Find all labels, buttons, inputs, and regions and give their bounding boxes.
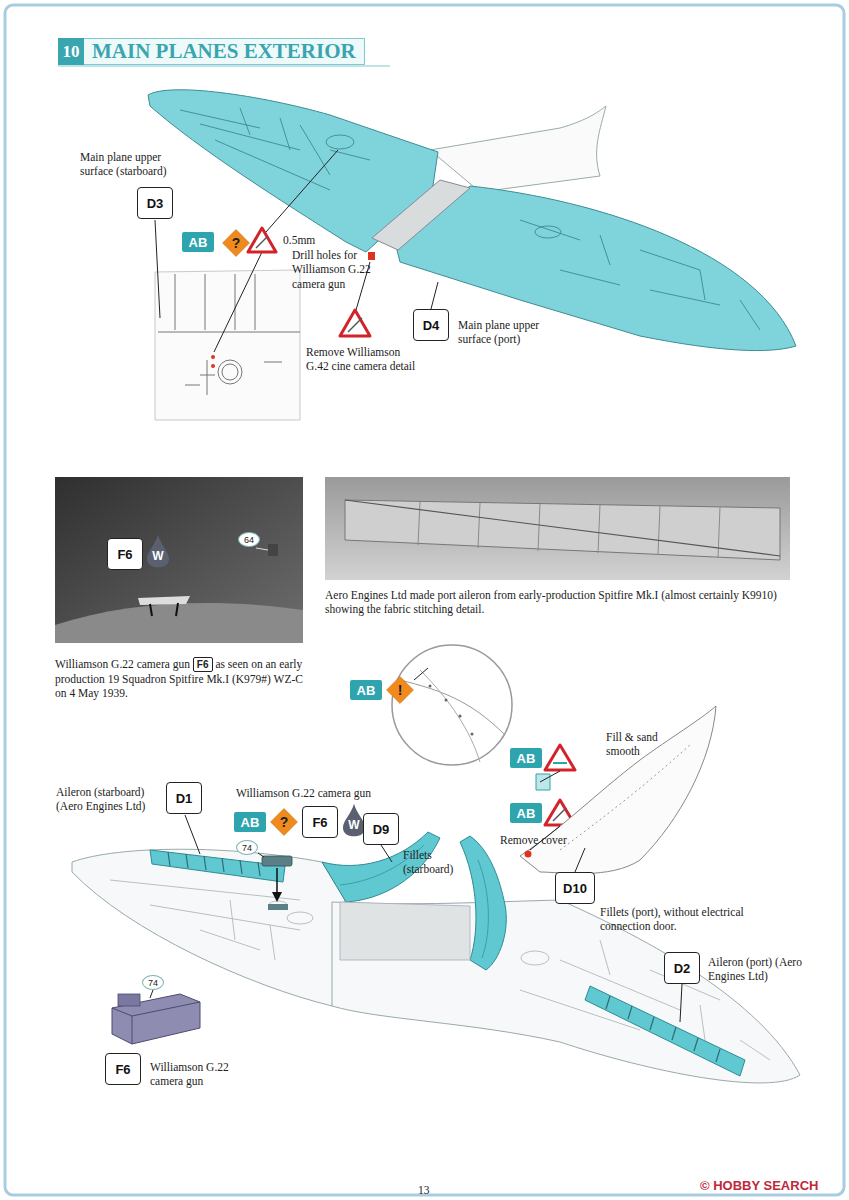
instruction-note: Fill & sand smooth: [606, 730, 680, 759]
node-text: D1: [176, 791, 193, 806]
node-text: W: [152, 549, 163, 563]
part-number-box: F6: [105, 1053, 141, 1085]
node-text: F6: [312, 815, 327, 830]
node-text: ?: [280, 814, 289, 830]
node-text: W: [348, 818, 359, 832]
node-text: AB: [357, 683, 376, 698]
page-title: MAIN PLANES EXTERIOR: [84, 38, 365, 65]
part-description: Williamson G.22 camera gun: [236, 786, 406, 800]
skill-badge: AB: [182, 232, 214, 252]
node-text: F6: [115, 1062, 130, 1077]
node-text: 74: [242, 843, 252, 853]
part-number-box: D10: [555, 872, 595, 904]
step-number: 10: [58, 38, 84, 65]
option-diamond: ?: [270, 808, 298, 836]
part-description: Main plane upper surface (port): [458, 318, 562, 347]
skill-badge: AB: [510, 748, 542, 768]
node-text: AB: [241, 815, 260, 830]
node-text: AB: [517, 751, 536, 766]
node-text: 74: [148, 978, 158, 988]
instruction-note: Remove cover: [500, 833, 580, 847]
part-number-box: F6: [302, 806, 338, 838]
part-number-box: D9: [363, 813, 399, 845]
part-description: Fillets (starboard): [403, 848, 475, 877]
skill-badge: AB: [350, 680, 382, 700]
part-number-inline: F6: [193, 657, 213, 672]
watermark: © HOBBY SEARCH: [700, 1178, 818, 1193]
paint-drop: W: [146, 534, 170, 568]
photo-caption: Williamson G.22 camera gun F6 as seen on…: [55, 657, 305, 701]
caption-text: Williamson G.22 camera gun: [55, 658, 190, 670]
callout-number: 74: [142, 975, 164, 990]
node-text: ?: [232, 235, 241, 251]
page-number: 13: [418, 1183, 448, 1197]
node-text: D9: [373, 822, 390, 837]
node-text: AB: [189, 235, 208, 250]
part-description: Williamson G.22 camera gun: [150, 1060, 260, 1089]
part-description: Main plane upper surface (starboard): [80, 150, 192, 179]
callout-number: 64: [238, 532, 260, 547]
caution-diamond: !: [386, 676, 414, 704]
node-text: D4: [423, 318, 440, 333]
part-number-box: D2: [664, 952, 700, 984]
dimension: 0.5mm: [283, 233, 333, 247]
instruction-note: Remove Williamson G.42 cine camera detai…: [306, 345, 418, 374]
part-number-box: D4: [413, 309, 449, 341]
part-description: Fillets (port), without electrical conne…: [600, 905, 780, 934]
part-number-box: D1: [166, 782, 202, 814]
instruction-note: Drill holes for Williamson G.22 camera g…: [292, 248, 378, 291]
node-text: F6: [117, 547, 132, 562]
option-diamond: ?: [222, 229, 250, 257]
photo-caption: Aero Engines Ltd made port aileron from …: [325, 588, 790, 617]
part-description: Aileron (starboard) (Aero Engines Ltd): [56, 785, 164, 814]
node-text: AB: [517, 806, 536, 821]
part-number-box: F6: [107, 538, 143, 570]
node-text: D3: [147, 196, 164, 211]
callout-number: 74: [236, 840, 258, 855]
part-number-box: D3: [137, 187, 173, 219]
node-text: !: [398, 682, 403, 698]
node-text: D2: [674, 961, 691, 976]
node-text: 64: [244, 535, 254, 545]
skill-badge: AB: [510, 803, 542, 823]
node-text: D10: [563, 881, 587, 896]
part-description: Aileron (port) (Aero Engines Ltd): [708, 955, 812, 984]
skill-badge: AB: [234, 812, 266, 832]
